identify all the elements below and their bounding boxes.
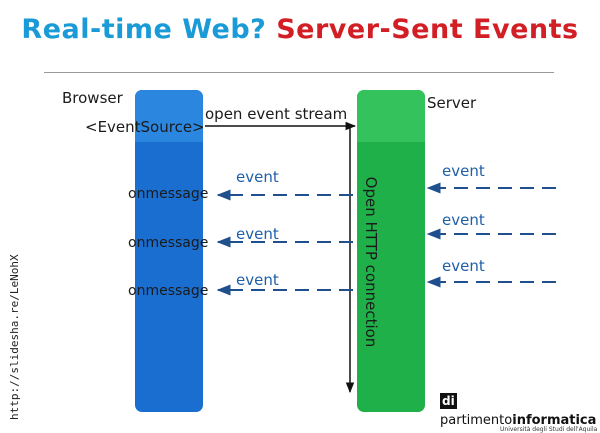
server-event-label: event [442, 211, 485, 229]
source-url[interactable]: http://slidesha.re/LeNohX [8, 254, 21, 420]
event-source-label: <EventSource> [85, 118, 205, 136]
client-event-label: event [236, 271, 279, 289]
onmessage-handler: onmessage [128, 283, 209, 299]
logo-mark: di [440, 393, 457, 409]
logo-subtitle: Università degli Studi dell'Aquila [500, 426, 598, 433]
client-event-label: event [236, 168, 279, 186]
onmessage-handler: onmessage [128, 186, 209, 202]
diagram-arrows [205, 121, 556, 394]
request-label: open event stream [205, 105, 348, 123]
server-event-label: event [442, 257, 485, 275]
server-event-label: event [442, 162, 485, 180]
onmessage-handler: onmessage [128, 235, 209, 251]
browser-lifeline [135, 90, 203, 412]
slide-title: Real-time Web? Server-Sent Events [0, 14, 600, 45]
client-event-label: event [236, 225, 279, 243]
server-lifeline [357, 90, 425, 412]
server-label: Server [427, 94, 477, 112]
title-part-2: Server-Sent Events [276, 14, 579, 45]
title-part-1: Real-time Web? [21, 14, 267, 45]
university-logo: dipartimentoinformatica Università degli… [440, 390, 600, 433]
browser-label: Browser [62, 89, 123, 107]
title-divider [44, 72, 554, 73]
